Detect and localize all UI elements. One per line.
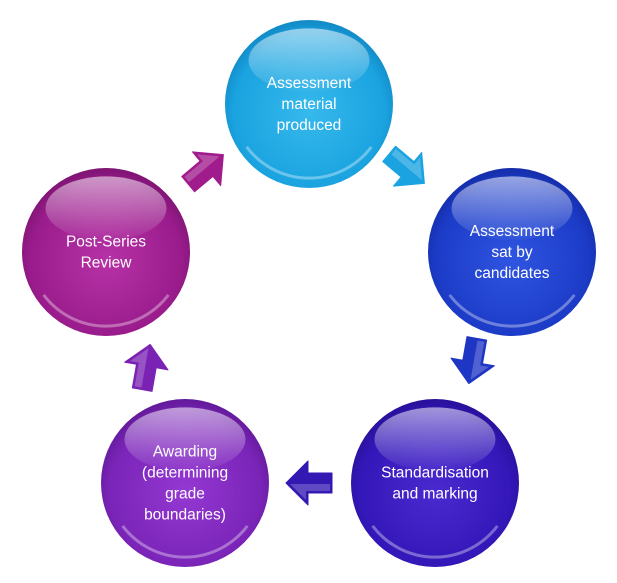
arrow-standardisation-to-awarding [285, 460, 333, 506]
assessment-sat-label-line: candidates [475, 265, 550, 282]
awarding-label-line: Awarding [153, 444, 217, 461]
arrow-post-series-review-to-assessment-material [181, 151, 224, 193]
assessment-material-node: Assessment material produced [225, 20, 393, 188]
post-series-review-label-line: Post-Series [66, 234, 146, 251]
standardisation-node: Standardisation and marking [351, 399, 519, 567]
assessment-sat-label-line: Assessment [470, 223, 555, 240]
arrow-assessment-material-to-assessment-sat [382, 145, 425, 187]
post-series-review-label-line: Review [81, 255, 133, 272]
assessment-sat-label-line: sat by [491, 244, 533, 261]
awarding-label-line: grade [165, 486, 205, 503]
standardisation-label-line: Standardisation [381, 465, 489, 482]
assessment-sat-node: Assessment sat by candidates [428, 168, 596, 336]
standardisation-label-line: and marking [392, 486, 477, 503]
assessment-material-label-line: produced [277, 117, 342, 134]
arrow-assessment-sat-to-standardisation [450, 336, 495, 385]
awarding-label-line: boundaries) [144, 507, 226, 524]
arrow-awarding-to-post-series-review [124, 343, 169, 392]
awarding-label-line: (determining [142, 465, 228, 482]
assessment-material-label-line: material [281, 96, 336, 113]
assessment-material-label-line: Assessment [267, 75, 352, 92]
awarding-node: Awarding (determining grade boundaries) [101, 399, 269, 567]
